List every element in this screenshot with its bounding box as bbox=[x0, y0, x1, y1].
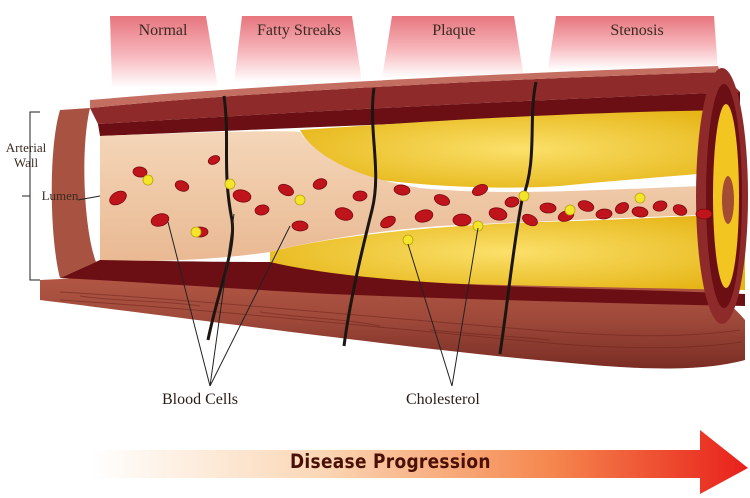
stage-label-normal: Normal bbox=[118, 22, 208, 40]
cholesterol-particle bbox=[295, 195, 305, 205]
cholesterol-particle bbox=[403, 235, 413, 245]
red-blood-cell bbox=[453, 214, 471, 226]
cholesterol-label: Cholesterol bbox=[406, 391, 480, 409]
cholesterol-particle bbox=[143, 175, 153, 185]
cholesterol-particle bbox=[191, 227, 201, 237]
stage-label-fatty-streaks: Fatty Streaks bbox=[240, 22, 358, 40]
stage-label-plaque: Plaque bbox=[392, 22, 516, 40]
cholesterol-particle bbox=[565, 205, 575, 215]
blood-cells-label: Blood Cells bbox=[162, 391, 238, 409]
cholesterol-particle bbox=[519, 191, 529, 201]
arterial-wall-label: Arterial Wall bbox=[2, 140, 50, 170]
lumen-label: Lumen bbox=[38, 188, 82, 204]
progression-label: Disease Progression bbox=[290, 451, 491, 474]
cholesterol-particle bbox=[225, 179, 235, 189]
cholesterol-particle bbox=[635, 193, 645, 203]
artery-open-end bbox=[696, 68, 748, 324]
stage-label-stenosis: Stenosis bbox=[562, 22, 712, 40]
red-blood-cell bbox=[696, 209, 712, 219]
